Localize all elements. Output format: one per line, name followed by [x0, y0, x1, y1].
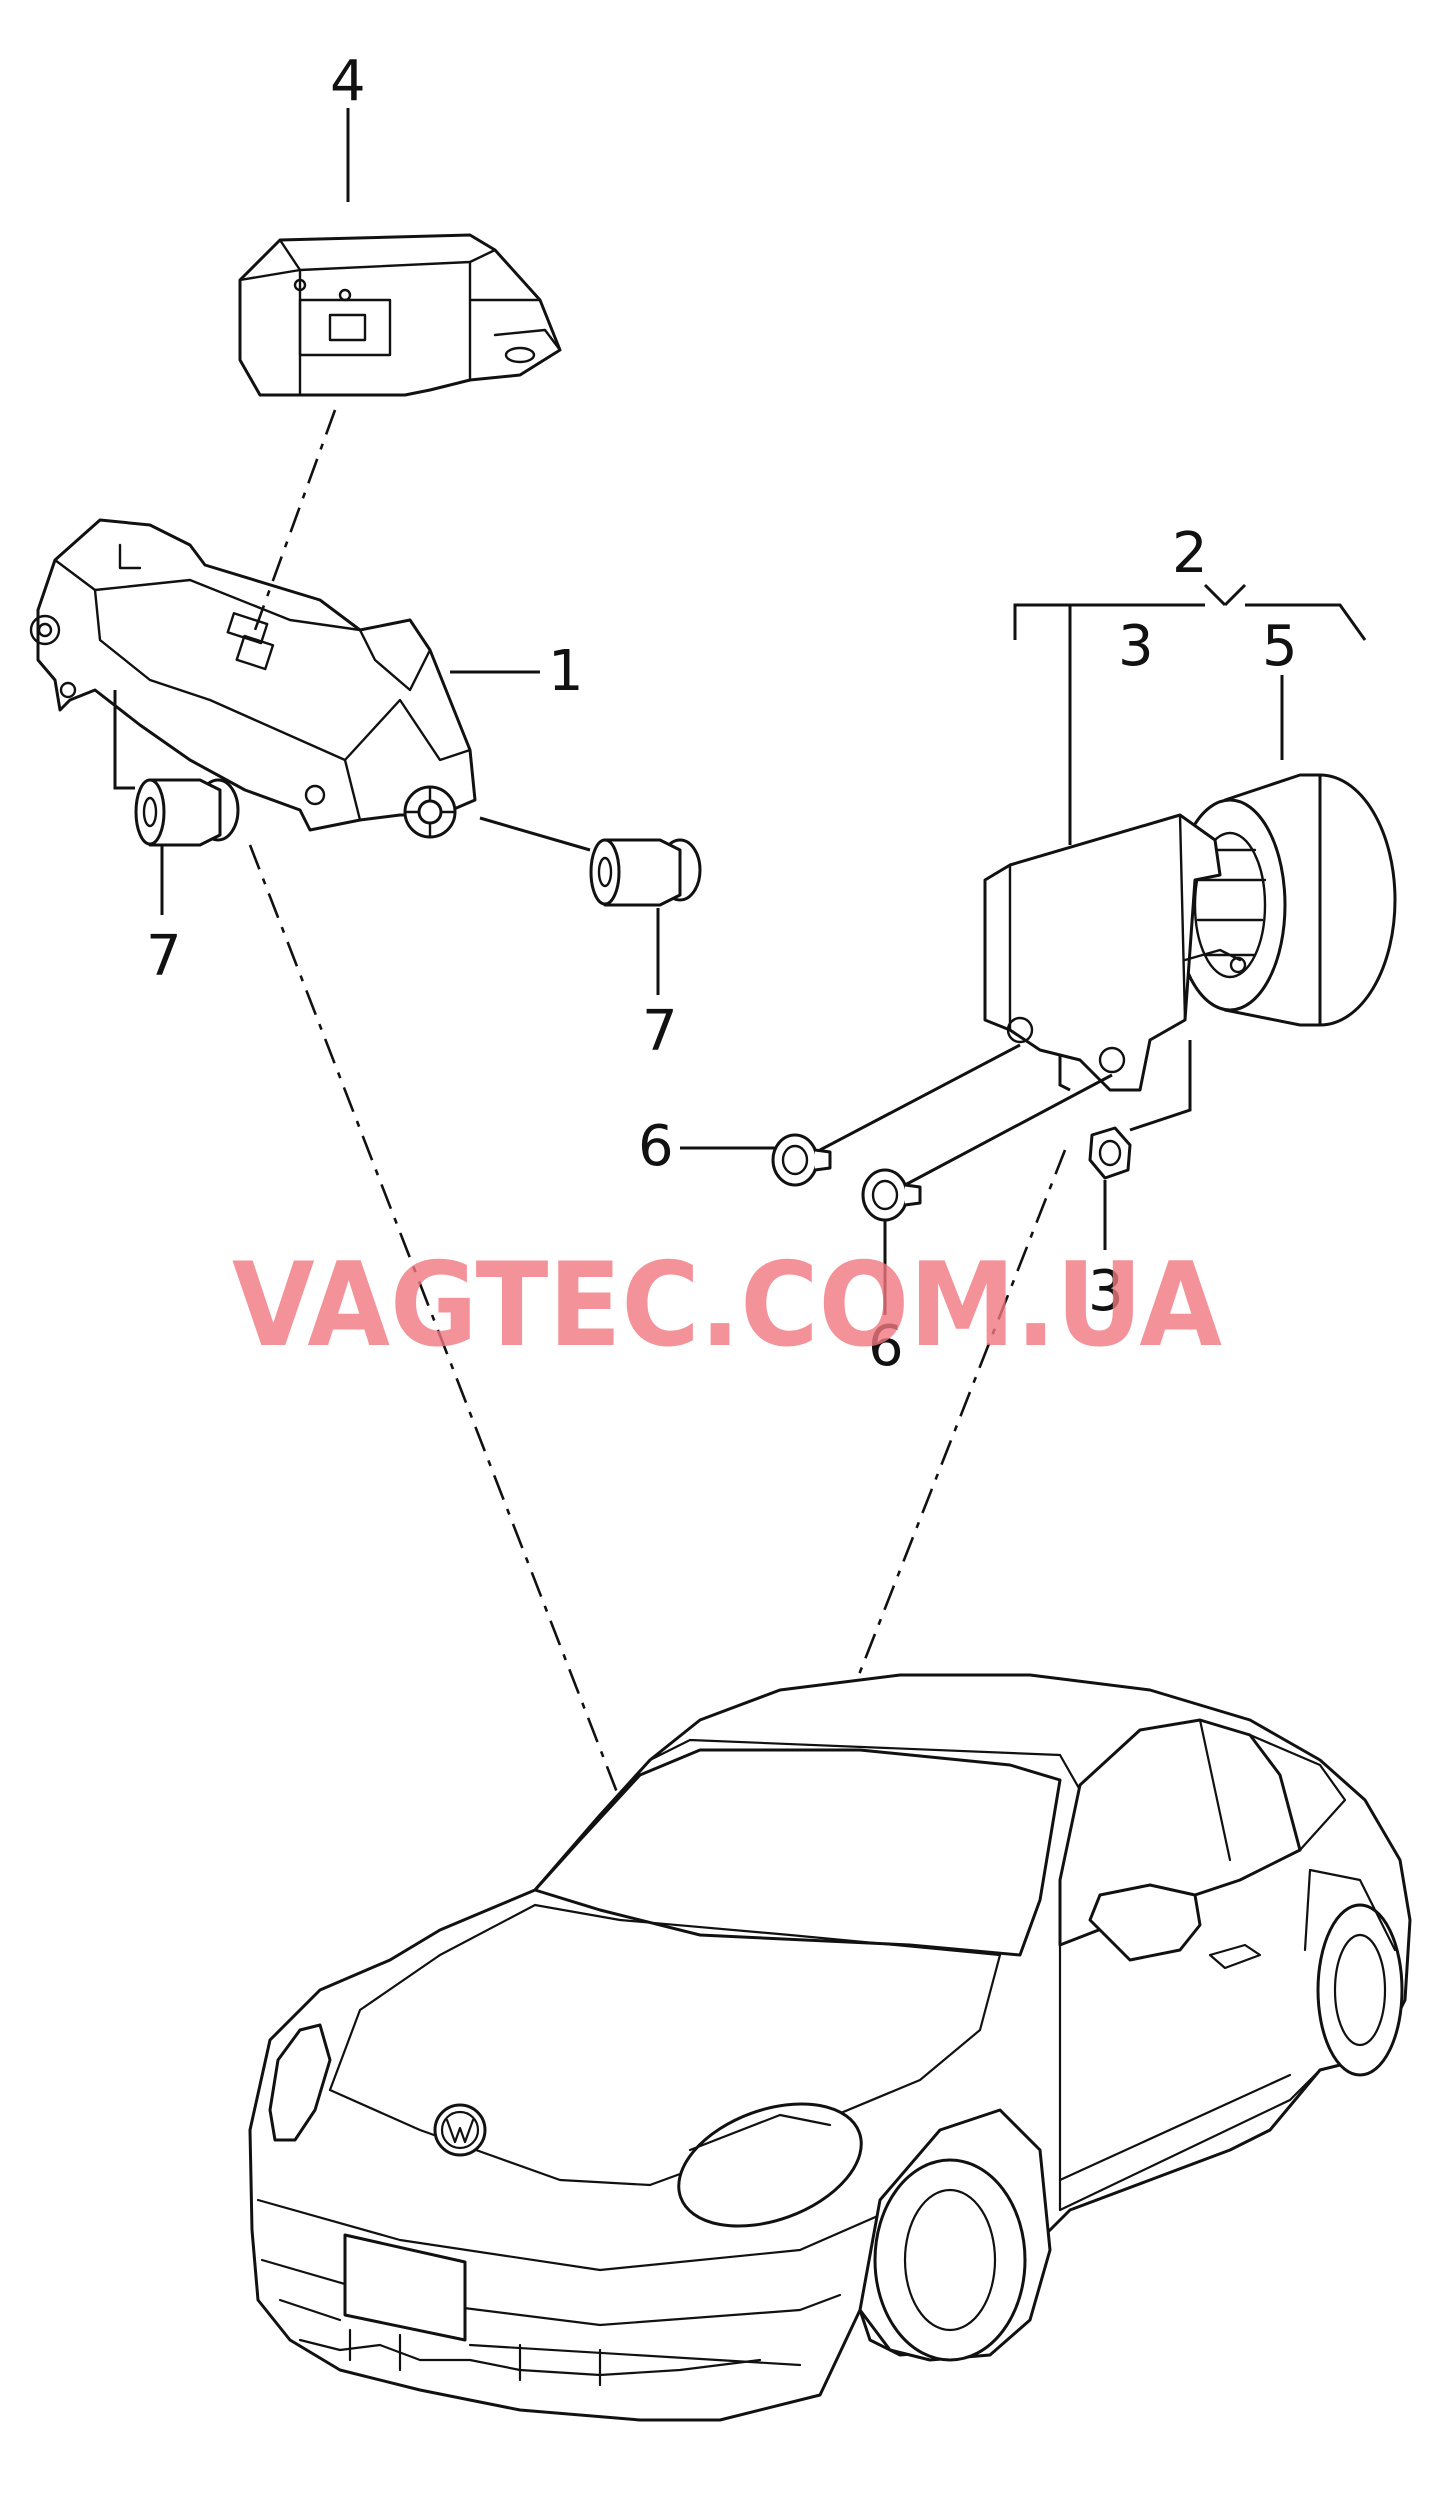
control-unit-part-4[interactable] [238, 233, 562, 397]
watermark-text: VAGTEC.COM.UA [232, 1238, 1222, 1373]
callout-3-bottom: 3 [1088, 1259, 1124, 1324]
callout-labels: 4 1 2 3 5 7 7 6 3 6 [146, 49, 1298, 1379]
screw-part-6-right[interactable] [861, 1168, 922, 1222]
hex-nut-part-3[interactable] [1088, 1126, 1132, 1180]
expansion-nut-part-7-right[interactable] [589, 838, 702, 907]
sensor-assembly-part-2[interactable] [983, 773, 1397, 1092]
expansion-nut-part-7-left[interactable] [134, 778, 240, 847]
callout-3-top: 3 [1118, 614, 1154, 679]
callout-1: 1 [548, 639, 584, 704]
callout-leaders [160, 108, 1367, 1315]
callout-6-bottom: 6 [868, 1314, 904, 1379]
callout-4: 4 [330, 49, 366, 114]
callout-7-right: 7 [642, 999, 678, 1064]
assembly-lines [113, 690, 1192, 1187]
callout-7-left: 7 [146, 924, 182, 989]
vehicle-illustration [248, 1673, 1412, 2422]
screw-part-6-left[interactable] [771, 1133, 832, 1187]
callout-5: 5 [1262, 614, 1298, 679]
callout-2: 2 [1172, 521, 1208, 586]
bracket-part-1[interactable] [29, 518, 477, 839]
callout-6-left: 6 [638, 1114, 674, 1179]
